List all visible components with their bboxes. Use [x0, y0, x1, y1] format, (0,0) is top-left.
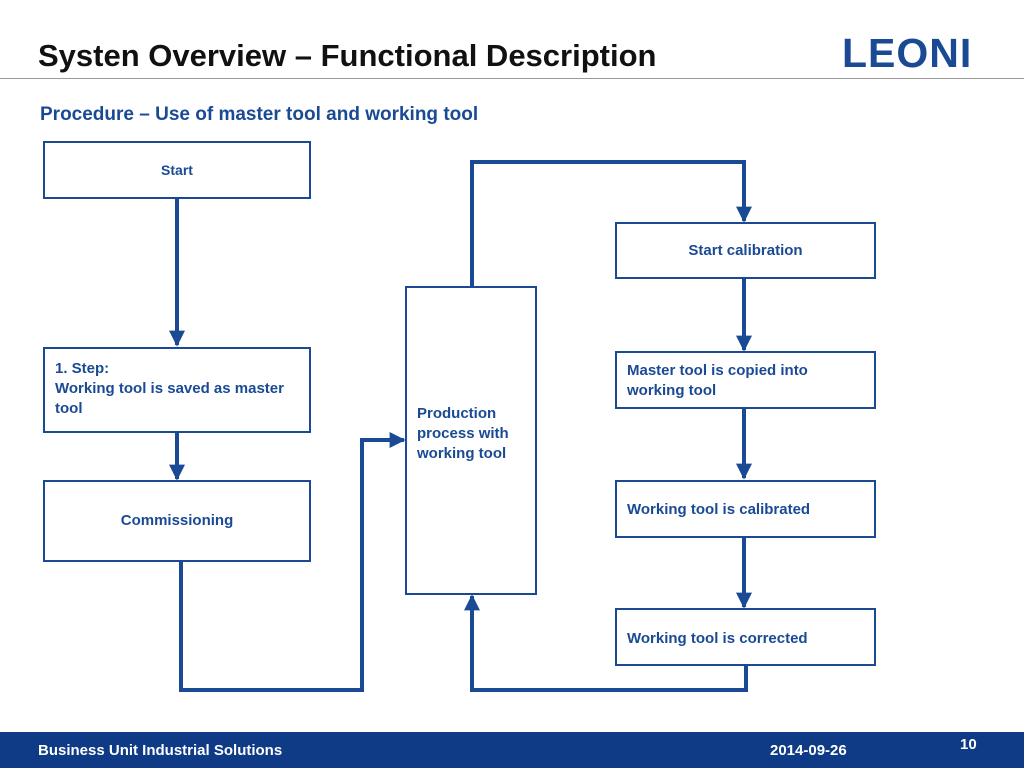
corrected-label: Working tool is corrected	[627, 630, 808, 647]
leoni-logo: LEONI	[842, 30, 973, 76]
step1-box: 1. Step: Working tool is saved as master…	[43, 347, 311, 433]
arrow-production-to-start-calibration	[470, 160, 752, 287]
footer-page-number: 10	[960, 736, 977, 753]
commissioning-label: Commissioning	[120, 512, 234, 529]
production-label: Production process with working tool	[417, 404, 509, 462]
title-divider	[0, 78, 1024, 79]
arrow-corrected-to-production	[464, 594, 748, 692]
arrow-commissioning-to-production	[179, 432, 406, 692]
calibrated-box: Working tool is calibrated	[615, 480, 876, 538]
start-label: Start	[161, 162, 193, 178]
master-copied-box: Master tool is copied into working tool	[615, 351, 876, 409]
corrected-box: Working tool is corrected	[615, 608, 876, 666]
production-box: Production process with working tool	[405, 286, 537, 595]
footer-date: 2014-09-26	[770, 742, 847, 759]
calibrated-label: Working tool is calibrated	[627, 501, 811, 518]
start-calibration-box: Start calibration	[615, 222, 876, 279]
step1-label: 1. Step: Working tool is saved as master…	[55, 360, 284, 417]
commissioning-box: Commissioning	[43, 480, 311, 562]
footer-business-unit: Business Unit Industrial Solutions	[38, 742, 283, 759]
start-box: Start	[43, 141, 311, 199]
master-copied-label: Master tool is copied into working tool	[627, 362, 808, 399]
footer-bar: Business Unit Industrial Solutions 2014-…	[0, 732, 1024, 768]
slide-subtitle: Procedure – Use of master tool and worki…	[40, 104, 479, 125]
start-calibration-label: Start calibration	[688, 241, 803, 259]
slide-title: Systen Overview – Functional Description	[38, 38, 657, 73]
